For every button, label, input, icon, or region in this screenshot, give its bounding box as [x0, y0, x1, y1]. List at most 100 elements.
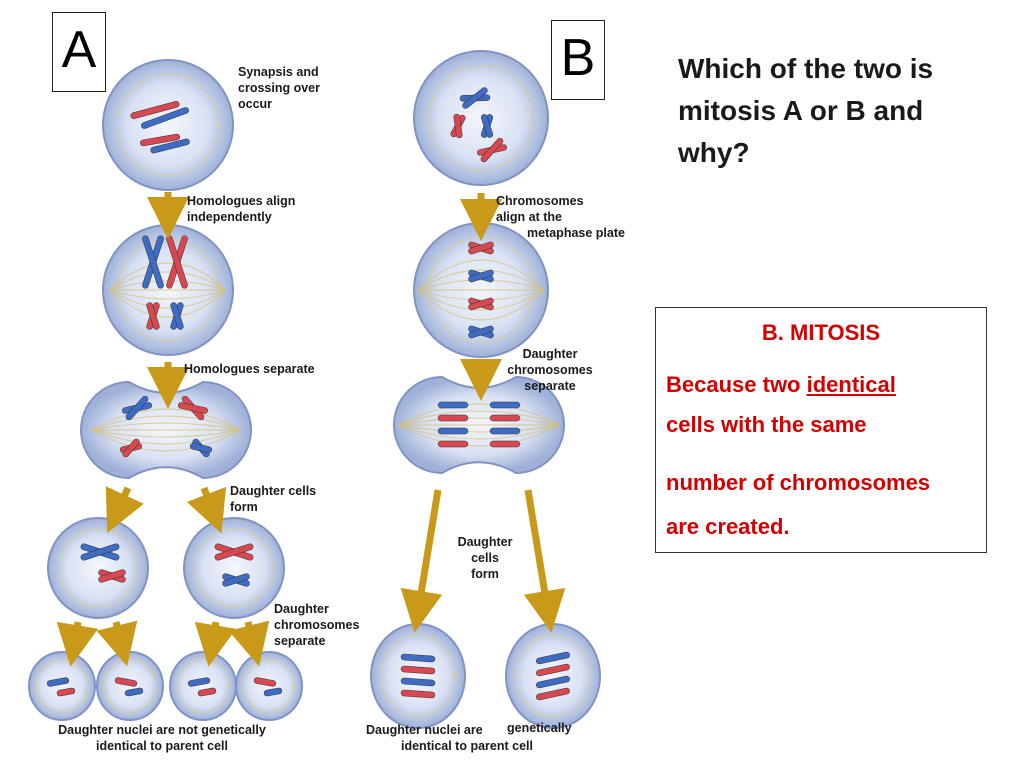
panel-b-letter: B [551, 20, 605, 100]
chromosome [140, 133, 180, 147]
answer-line-3: number of chromosomes [666, 470, 931, 495]
chromosome [197, 687, 217, 697]
chromosome [437, 401, 469, 409]
cell-membrane [413, 50, 549, 186]
cell-a-daughter-right [183, 517, 285, 619]
process-arrow [400, 489, 443, 633]
chromosome [468, 241, 494, 255]
chromosome [480, 114, 494, 138]
answer-underlined-word: identical [806, 372, 896, 397]
spindle-fiber [417, 269, 545, 291]
cell-a-granddaughter-4 [235, 651, 303, 721]
chromosome [468, 269, 494, 283]
chromosome [263, 687, 283, 697]
chromosome [468, 325, 494, 339]
label-homologues-separate: Homologues separate [184, 362, 315, 376]
spindle-fiber [109, 289, 227, 318]
label-daughter-cells-form-b: Daughter cells form [457, 535, 513, 581]
chromosome [122, 438, 140, 458]
spindle-fiber [109, 289, 227, 300]
chromosome [141, 107, 189, 129]
spindle-fiber [417, 289, 545, 321]
chromosome [222, 573, 250, 587]
process-arrow [194, 621, 237, 667]
spindle-fiber [417, 289, 545, 301]
chromosome [46, 677, 70, 687]
cell-membrane [370, 623, 466, 729]
answer-title: B. MITOSIS [761, 320, 881, 345]
cell-a-daughter-left [47, 517, 149, 619]
process-arrow [56, 621, 99, 667]
spindle-fiber [397, 417, 561, 426]
cell-a-metaphase [102, 224, 234, 356]
chromosome [536, 663, 570, 677]
chromosome [400, 689, 436, 699]
label-result-b-1: Daughter nuclei are [366, 723, 483, 737]
chromosome [400, 665, 436, 675]
cell-membrane [28, 651, 96, 721]
chromosome [489, 440, 521, 448]
chromosome [170, 302, 184, 330]
spindle-fiber [397, 410, 561, 426]
chromosome [400, 677, 436, 687]
cell-membrane [47, 517, 149, 619]
chromosome [187, 677, 211, 687]
label-chromosomes-align: Chromosomes align at the [496, 194, 584, 224]
chromosome [56, 687, 76, 697]
label-result-a: Daughter nuclei are not genetically iden… [58, 723, 266, 753]
chromosome [150, 138, 190, 154]
chromosome [489, 427, 521, 435]
chromosome [462, 87, 488, 109]
nuclear-envelope [58, 528, 138, 608]
label-daughter-chromosomes-separate-b: Daughter chromosomes separate [507, 347, 593, 393]
process-arrow [96, 620, 138, 667]
label-daughter-cells-form-a: Daughter cells form [230, 484, 317, 514]
cells-layer [28, 50, 601, 729]
answer-line-4: are created. [666, 514, 790, 539]
label-result-b-3: identical to parent cell [401, 739, 533, 753]
cell-membrane [183, 517, 285, 619]
spindle-fiber [397, 424, 561, 440]
cell-b-daughter-2 [505, 623, 601, 729]
process-arrow [523, 489, 566, 633]
chromosome [437, 427, 469, 435]
spindle-fiber [417, 279, 545, 291]
chromosome [536, 675, 570, 689]
cell-b-daughter-1 [370, 623, 466, 729]
nuclear-envelope [515, 634, 591, 718]
chromosome [480, 137, 504, 163]
spindle-fiber [109, 289, 227, 309]
chromosome [536, 651, 570, 665]
label-daughter-chromosomes-separate-a: Daughter chromosomes separate [274, 602, 360, 648]
spindle-fiber [91, 429, 241, 445]
panel-a-letter: A [52, 12, 106, 92]
cell-a-granddaughter-2 [96, 651, 164, 721]
chromosome [189, 443, 213, 453]
chromosome [468, 297, 494, 311]
spindle-fiber [397, 424, 561, 433]
label-metaphase-plate: metaphase plate [527, 226, 625, 240]
process-arrow [186, 486, 227, 534]
answer-line-1-start: Because two [666, 372, 807, 397]
chromosome [453, 113, 463, 139]
spindle-fiber [91, 429, 241, 438]
spindle-fiber [397, 424, 561, 447]
chromosome [80, 543, 120, 561]
chromosome [146, 302, 160, 330]
cell-a-granddaughter-3 [169, 651, 237, 721]
label-homologues-align: Homologues align independently [187, 194, 296, 224]
spindle-fiber [417, 289, 545, 311]
cell-b-prophase [413, 50, 549, 186]
cell-a-anaphase [80, 380, 252, 480]
nuclear-envelope [428, 65, 534, 171]
label-result-b-2: genetically [507, 721, 572, 735]
label-synapsis: Synapsis and crossing over occur [238, 65, 320, 111]
chromosome [536, 687, 570, 701]
chromosome [142, 235, 164, 289]
chromosome [114, 677, 138, 687]
spindle-fiber [417, 259, 545, 291]
cell-membrane [102, 59, 234, 191]
cell-b-anaphase [393, 375, 565, 475]
chromosome [253, 677, 277, 687]
